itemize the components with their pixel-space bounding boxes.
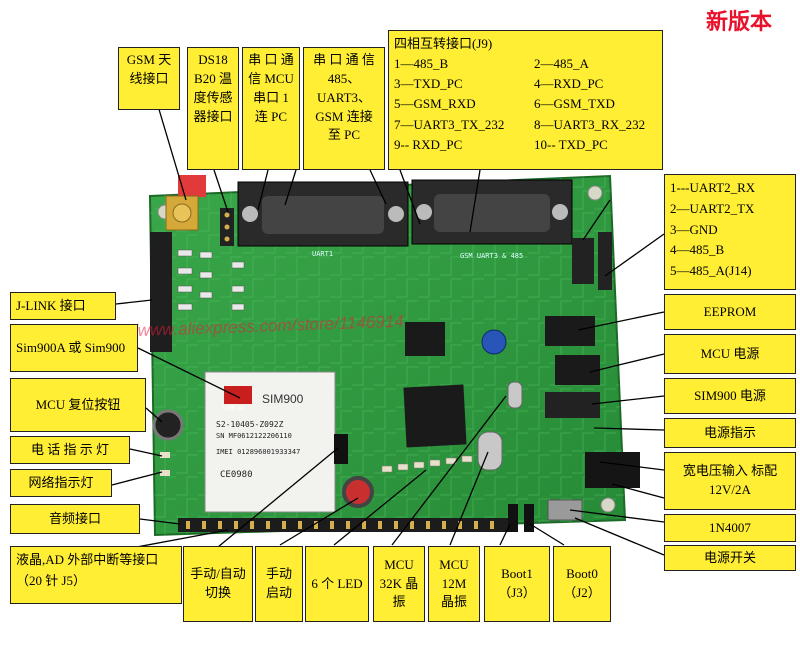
label-diode: 1N4007 xyxy=(664,514,796,542)
j14-pin-5: 5—485_A(J14) xyxy=(670,263,752,279)
label-mcu-power: MCU 电源 xyxy=(664,334,796,374)
mcu-chip xyxy=(403,384,467,448)
label-phone-led: 电 话 指 示 灯 xyxy=(10,436,130,464)
label-mcu-32k: MCU 32K 晶振 xyxy=(373,546,425,622)
j9-row-4: 7—UART3_TX_232 8—UART3_RX_232 xyxy=(394,115,657,135)
label-mcu-12m: MCU 12M 晶振 xyxy=(428,546,480,622)
crystal-32k xyxy=(507,381,523,409)
mode-switch-part xyxy=(334,434,348,464)
db9-connector-uart3 xyxy=(411,179,573,245)
module-name-silk: SIM900 xyxy=(262,392,304,406)
j9-pin-1: 1—485_B xyxy=(394,56,449,72)
module-part-silk: S2-10405-Z092Z xyxy=(216,420,284,429)
db9-connector-uart1 xyxy=(237,181,409,247)
j14-pin-2: 2—UART2_TX xyxy=(670,200,755,216)
j9-pin-2: 2—485_A xyxy=(534,56,589,72)
label-wide-voltage: 宽电压输入 标配 12V/2A xyxy=(664,452,796,510)
j9-pin-10: 10-- TXD_PC xyxy=(534,136,608,152)
label-power-switch: 电源开关 xyxy=(664,545,796,571)
label-network-led: 网络指示灯 xyxy=(10,469,112,497)
label-manual-start: 手动启动 xyxy=(255,546,303,622)
label-power-indicator: 电源指示 xyxy=(664,418,796,448)
sim900-regulator xyxy=(545,392,600,418)
j9-pin-7: 7—UART3_TX_232 xyxy=(394,116,505,132)
antenna-cable xyxy=(178,175,206,197)
j9-row-3: 5—GSM_RXD 6—GSM_TXD xyxy=(394,94,657,114)
j5-header xyxy=(178,518,508,532)
start-button-part xyxy=(342,476,374,508)
module-brand-silk: SIMCom xyxy=(222,405,244,412)
crystal-12m xyxy=(477,431,503,471)
sim900-module xyxy=(204,371,336,513)
label-ds18b20: DS18 B20 温度传感器接口 xyxy=(187,47,239,170)
label-manual-auto: 手动/自动切换 xyxy=(183,546,253,622)
power-switch-part xyxy=(547,499,583,521)
label-lcd-ad: 液晶,AD 外部中断等接口（20 针 J5） xyxy=(10,546,182,604)
j9-row-2: 3—TXD_PC 4—RXD_PC xyxy=(394,74,657,94)
dc-jack xyxy=(585,452,640,488)
module-sn-silk: SN MF0612122206110 xyxy=(216,432,292,440)
jlink-header xyxy=(150,232,172,352)
eeprom-chip xyxy=(545,316,595,346)
label-j9-block: 四相互转接口(J9) 1—485_B 2—485_A 3—TXD_PC 4—RXD_… xyxy=(388,30,663,170)
label-boot0: Boot0 （J2） xyxy=(553,546,611,622)
j14-header xyxy=(598,232,612,290)
j9-pin-8: 8—UART3_RX_232 xyxy=(534,116,646,132)
j9-row-5: 9-- RXD_PC 10-- TXD_PC xyxy=(394,135,657,155)
j9-title: 四相互转接口(J9) xyxy=(394,36,493,51)
j9-pin-5: 5—GSM_RXD xyxy=(394,96,476,112)
j9-pin-6: 6—GSM_TXD xyxy=(534,96,615,112)
label-jlink: J-LINK 接口 xyxy=(10,292,116,320)
label-sim-module: Sim900A 或 Sim900 xyxy=(10,324,138,372)
j14-pin-4: 4—485_B xyxy=(670,242,725,258)
label-mcu-reset: MCU 复位按钮 xyxy=(10,378,146,432)
label-gsm-antenna: GSM 天线接口 xyxy=(118,47,180,110)
uart1-silk: UART1 xyxy=(312,250,334,258)
label-uart-mcu: 串 口 通 信 MCU 串口 1 连 PC xyxy=(242,47,300,170)
j9-pin-9: 9-- RXD_PC xyxy=(394,136,463,152)
label-audio: 音频接口 xyxy=(10,504,140,534)
module-imei-silk: IMEI 012896001933347 xyxy=(216,448,301,456)
j9-pin-3: 3—TXD_PC xyxy=(394,76,463,92)
j9-row-1: 1—485_B 2—485_A xyxy=(394,54,657,74)
j9-header xyxy=(572,238,594,284)
blue-capacitor xyxy=(481,329,507,355)
label-six-led: 6 个 LED xyxy=(305,546,369,622)
j14-pin-3: 3—GND xyxy=(670,221,718,237)
leader-lines xyxy=(111,105,665,556)
max232-ic xyxy=(405,322,445,356)
gsm-silk: GSM UART3 & 485 xyxy=(460,252,524,260)
j9-pin-4: 4—RXD_PC xyxy=(534,76,604,92)
reset-button-part xyxy=(152,409,184,441)
label-boot1: Boot1 （J3） xyxy=(484,546,550,622)
label-j14-block: 1---UART2_RX 2—UART2_TX 3—GND 4—485_B 5—… xyxy=(664,174,796,290)
module-ce-silk: CE0980 xyxy=(220,470,253,480)
mcu-regulator xyxy=(555,355,600,385)
j14-pin-1: 1---UART2_RX xyxy=(670,180,756,195)
boot-jumpers xyxy=(508,504,518,532)
label-sim900-power: SIM900 电源 xyxy=(664,378,796,414)
new-version-title: 新版本 xyxy=(705,10,772,35)
label-uart3: 串 口 通 信 485、UART3、GSM 连接至 PC xyxy=(303,47,385,170)
label-eeprom: EEPROM xyxy=(664,294,796,330)
